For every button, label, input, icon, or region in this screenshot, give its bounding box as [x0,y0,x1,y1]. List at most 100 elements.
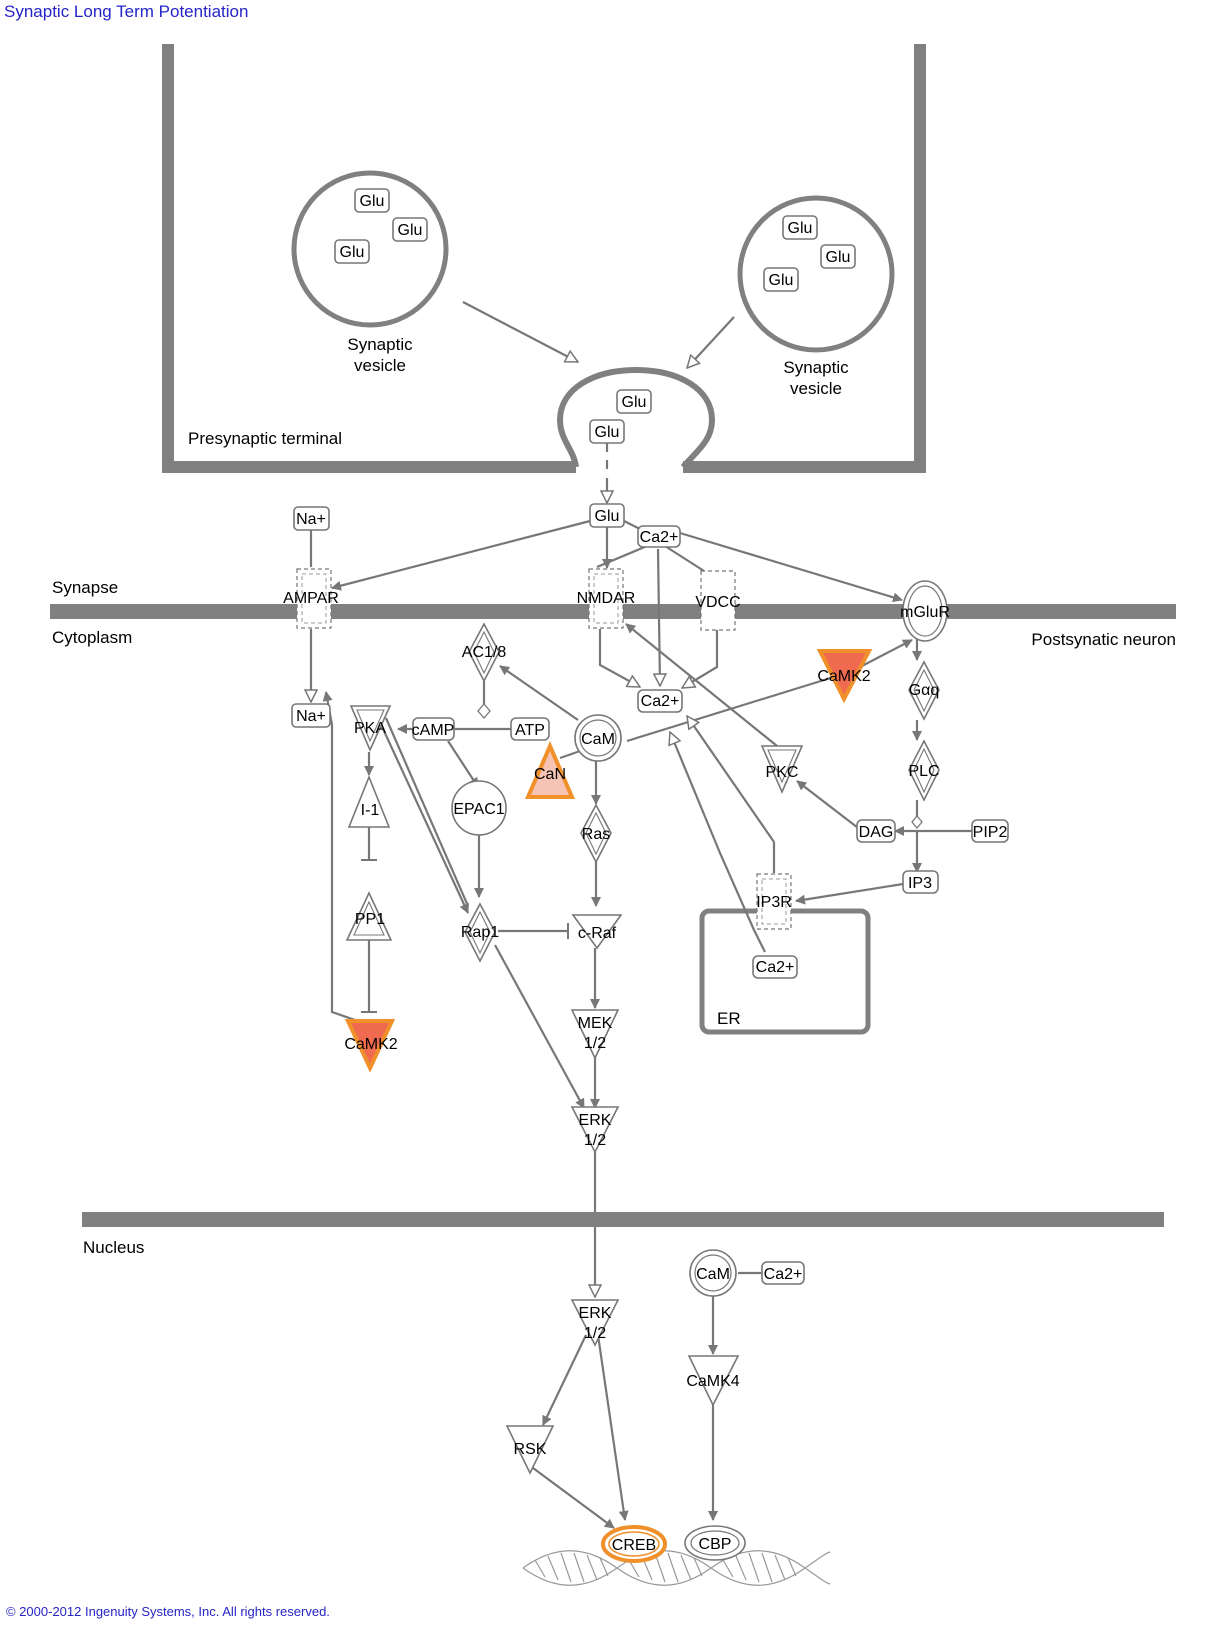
svg-text:RSK: RSK [514,1441,547,1458]
svg-text:DAG: DAG [859,824,894,841]
label-vesicle-right-1: Synaptic [783,358,849,377]
svg-text:CaMK2: CaMK2 [344,1036,397,1053]
svg-text:EPAC1: EPAC1 [453,801,504,818]
svg-text:AMPAR: AMPAR [283,590,339,607]
svg-text:PLC: PLC [908,763,939,780]
node-na-bottom[interactable]: Na+ [291,703,331,728]
nuclear-membrane [82,1212,1164,1227]
svg-text:VDCC: VDCC [695,594,740,611]
synaptic-vesicle-right [737,195,895,353]
svg-text:ERK: ERK [579,1112,612,1129]
node-pp1[interactable]: PP1 [345,891,393,941]
svg-text:Ca2+: Ca2+ [641,693,680,710]
label-synapse: Synapse [52,578,118,597]
node-vesicle-glu-6[interactable]: Glu [763,267,799,292]
svg-text:PKA: PKA [354,720,386,737]
svg-text:Glu: Glu [826,249,851,266]
svg-text:Ca2+: Ca2+ [640,529,679,546]
node-nmdar[interactable]: NMDAR [577,568,636,629]
svg-text:Glu: Glu [769,272,794,289]
node-mglur[interactable]: mGluR [900,580,950,642]
node-can[interactable]: CaN [524,740,576,799]
svg-text:Glu: Glu [398,222,423,239]
edges [311,301,978,1529]
dna-helix [522,1550,831,1586]
node-ip3r[interactable]: IP3R [756,873,792,930]
node-vesicle-glu-3[interactable]: Glu [334,239,370,264]
node-epac1[interactable]: EPAC1 [451,780,507,836]
node-ip3[interactable]: IP3 [902,870,939,894]
node-cam-nucleus[interactable]: CaM [689,1249,737,1297]
node-ampar[interactable]: AMPAR [283,568,339,629]
node-ras[interactable]: Ras [580,803,612,864]
node-vesicle-glu-4[interactable]: Glu [782,215,818,240]
node-creb[interactable]: CREB [601,1525,667,1563]
node-camk2-bottom[interactable]: CaMK2 [344,1019,398,1073]
svg-text:mGluR: mGluR [900,604,950,621]
label-vesicle-left-2: vesicle [354,356,406,375]
node-gaq[interactable]: Gαq [908,660,940,721]
node-craf[interactable]: c-Raf [571,914,623,950]
svg-text:Gαq: Gαq [909,682,940,699]
node-dag[interactable]: DAG [856,819,896,843]
node-ca-nucleus[interactable]: Ca2+ [761,1261,805,1285]
node-rap1[interactable]: Rap1 [461,902,499,963]
node-ca-top[interactable]: Ca2+ [637,525,681,548]
node-vdcc[interactable]: VDCC [695,570,741,631]
node-atp[interactable]: ATP [510,717,550,741]
svg-text:AC1/8: AC1/8 [462,644,507,661]
svg-text:ATP: ATP [515,722,545,739]
node-ca-er[interactable]: Ca2+ [752,955,798,979]
svg-text:Ca2+: Ca2+ [764,1266,803,1283]
svg-text:Glu: Glu [340,244,365,261]
node-camp[interactable]: cAMP [412,717,455,741]
node-plc[interactable]: PLC [908,739,940,802]
svg-text:NMDAR: NMDAR [577,590,636,607]
svg-text:Glu: Glu [595,424,620,441]
label-postsynaptic-neuron: Postsynatic neuron [1031,630,1176,649]
svg-text:1/2: 1/2 [584,1325,606,1342]
svg-text:CaMK2: CaMK2 [817,668,870,685]
svg-text:Na+: Na+ [296,708,326,725]
node-vesicle-glu-1[interactable]: Glu [354,188,390,213]
node-cam[interactable]: CaM [574,714,622,762]
node-camk2-top[interactable]: CaMK2 [816,649,873,704]
svg-text:CaMK4: CaMK4 [686,1373,739,1390]
svg-text:CaN: CaN [534,766,566,783]
svg-text:Ras: Ras [582,826,610,843]
node-cleft-glu-1[interactable]: Glu [616,389,652,414]
node-vesicle-glu-2[interactable]: Glu [392,217,428,242]
copyright-notice: © 2000-2012 Ingenuity Systems, Inc. All … [6,1604,330,1619]
node-i1[interactable]: I-1 [347,774,391,828]
svg-text:Glu: Glu [360,193,385,210]
svg-text:PKC: PKC [766,764,799,781]
node-ac18[interactable]: AC1/8 [462,622,507,683]
node-cleft-glu-2[interactable]: Glu [589,419,625,444]
node-pkc[interactable]: PKC [760,745,804,795]
node-pka[interactable]: PKA [349,705,392,752]
svg-text:Rap1: Rap1 [461,924,499,941]
node-cbp[interactable]: CBP [684,1525,746,1561]
node-pip2[interactable]: PIP2 [971,819,1009,843]
node-na-top[interactable]: Na+ [293,506,330,531]
svg-text:IP3R: IP3R [756,894,792,911]
svg-text:I-1: I-1 [361,802,380,819]
svg-text:MEK: MEK [578,1015,613,1032]
svg-text:Glu: Glu [622,394,647,411]
svg-text:IP3: IP3 [908,875,932,892]
node-camk4[interactable]: CaMK4 [686,1355,740,1407]
node-rsk[interactable]: RSK [505,1425,555,1475]
node-glu[interactable]: Glu [589,503,625,528]
svg-text:CaM: CaM [696,1266,730,1283]
svg-text:PP1: PP1 [355,911,385,928]
node-ca-mid[interactable]: Ca2+ [637,689,683,713]
label-vesicle-right-2: vesicle [790,379,842,398]
svg-text:CBP: CBP [699,1536,732,1553]
svg-text:PIP2: PIP2 [973,824,1008,841]
node-vesicle-glu-5[interactable]: Glu [820,244,856,269]
svg-text:Glu: Glu [788,220,813,237]
